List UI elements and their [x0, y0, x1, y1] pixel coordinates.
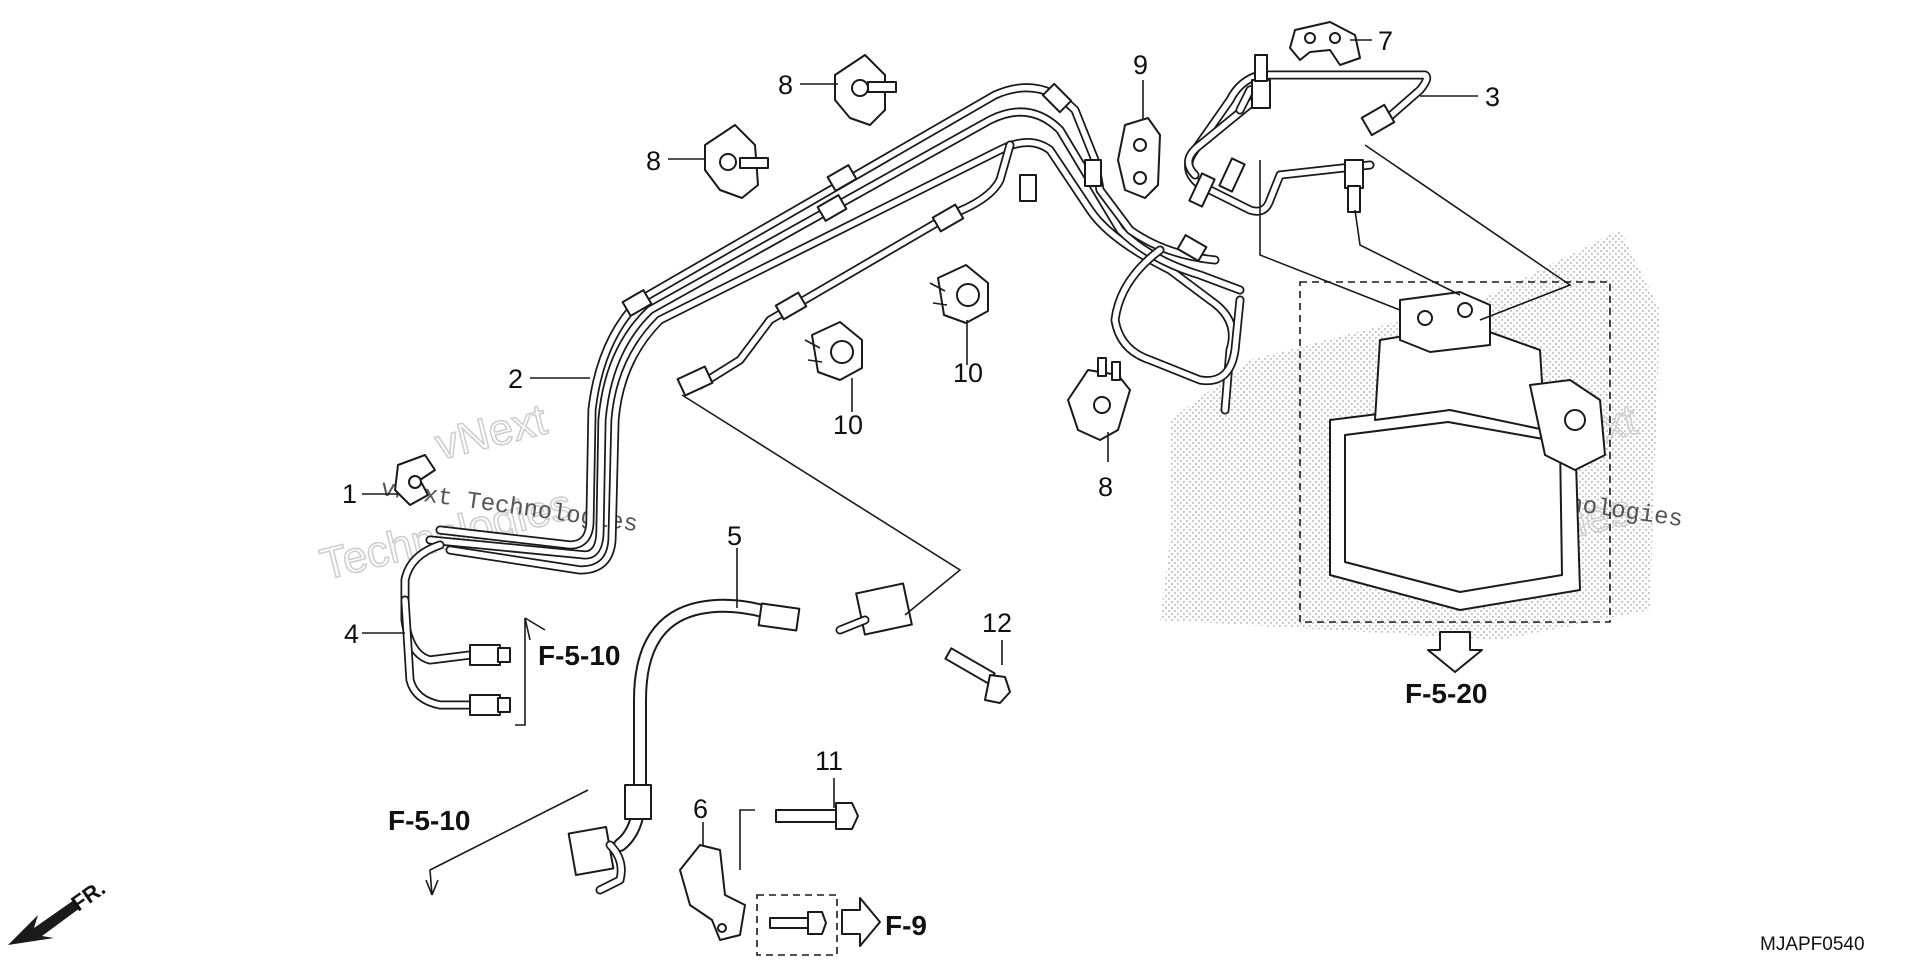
leader-modulator-a [1259, 160, 1401, 311]
callout-10-right: 10 [953, 358, 983, 388]
abs-modulator [1299, 281, 1611, 623]
leader-modulator-b [1354, 209, 1461, 296]
clamp-10-left [804, 321, 863, 381]
f9-bolt [756, 894, 838, 956]
callout-4: 4 [344, 619, 359, 649]
callout-1: 1 [342, 479, 357, 509]
clamp-1 [394, 454, 436, 506]
ref-f-5-10-lower[interactable]: F-5-10 [388, 805, 470, 836]
callout-8-bottom: 8 [1098, 472, 1113, 502]
clamp-9 [1117, 117, 1161, 199]
clamp-8-top [834, 54, 897, 126]
callout-2: 2 [508, 364, 523, 394]
diagram-code: MJAPF0540 [1760, 934, 1865, 955]
clamp-7 [1289, 21, 1361, 66]
ref-f-5-10-upper[interactable]: F-5-10 [538, 640, 620, 671]
callout-11: 11 [815, 746, 843, 776]
brake-pipe-abs [1184, 54, 1432, 216]
clamp-8-left [704, 124, 769, 199]
clamp-8-bottom [1067, 357, 1131, 441]
leader-modulator-c [1364, 144, 1572, 321]
brake-pipe-lower-left [676, 140, 1015, 397]
brake-pipe-main [425, 82, 1245, 575]
bracket-6 [679, 844, 746, 941]
callout-12: 12 [982, 608, 1012, 638]
leader-lines [362, 39, 1478, 870]
reference-arrow-icon [425, 617, 1483, 947]
brake-hose-5 [567, 582, 913, 895]
callout-10-left: 10 [833, 410, 863, 440]
bolt-12 [944, 647, 1011, 704]
clamp-10-right [929, 264, 989, 324]
brake-pipe-4 [400, 540, 511, 716]
front-direction-arrow-icon [8, 900, 80, 945]
ref-f-5-20[interactable]: F-5-20 [1405, 678, 1487, 709]
ref-f-9[interactable]: F-9 [885, 910, 927, 941]
callout-8-left: 8 [646, 146, 661, 176]
callout-8-top: 8 [778, 70, 793, 100]
callout-9: 9 [1133, 50, 1148, 80]
svg-text:vNext: vNext [431, 395, 552, 470]
callout-3: 3 [1485, 82, 1500, 112]
bolt-11 [775, 802, 859, 830]
callout-6: 6 [693, 794, 708, 824]
callout-5: 5 [727, 521, 742, 551]
callout-7: 7 [1378, 26, 1393, 56]
